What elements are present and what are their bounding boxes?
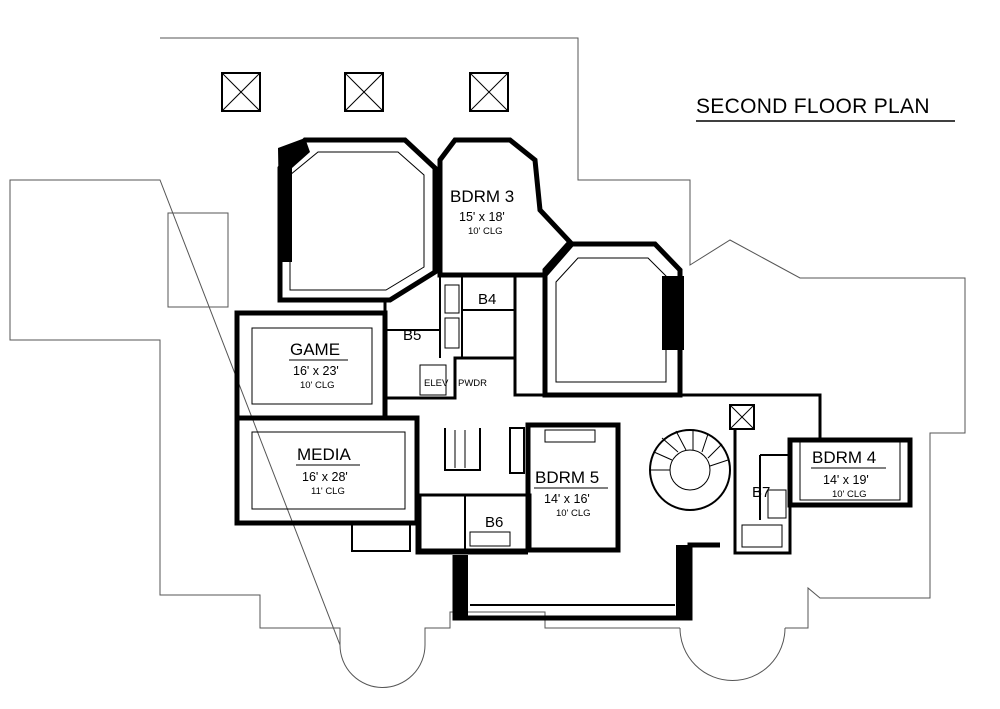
elevator-label: ELEV [424,378,449,389]
room-bdrm3: BDRM 3 15' x 18' 10' CLG [450,187,514,237]
room-bdrm4: BDRM 4 14' x 19' 10' CLG [811,448,886,500]
powder-room-label: PWDR [458,378,487,389]
skylights [221,72,755,430]
room-name: MEDIA [297,445,352,464]
bath-b6-label: B6 [485,514,503,531]
room-ceiling: 10' CLG [556,508,591,519]
room-size: 14' x 19' [823,473,869,487]
room-size: 16' x 23' [293,364,339,378]
room-name: BDRM 3 [450,187,514,206]
bath-b7-label: B7 [752,484,770,501]
bath-b4-label: B4 [478,291,496,308]
room-size: 15' x 18' [459,210,505,224]
room-ceiling: 11' CLG [311,486,345,497]
room-ceiling: 10' CLG [468,226,503,237]
plan-title: SECOND FLOOR PLAN [696,95,930,118]
room-ceiling: 10' CLG [832,489,867,500]
room-name: GAME [290,340,340,359]
room-size: 16' x 28' [302,470,348,484]
room-bdrm5: BDRM 5 14' x 16' 10' CLG [534,468,608,519]
room-name: BDRM 4 [812,448,876,467]
bath-b5-label: B5 [403,327,421,344]
room-game: GAME 16' x 23' 10' CLG [289,340,348,391]
room-name: BDRM 5 [535,468,599,487]
walls [234,137,913,621]
roof-outline [9,37,966,688]
room-media: MEDIA 16' x 28' 11' CLG [296,445,360,497]
room-size: 14' x 16' [544,492,590,506]
room-ceiling: 10' CLG [300,380,335,391]
